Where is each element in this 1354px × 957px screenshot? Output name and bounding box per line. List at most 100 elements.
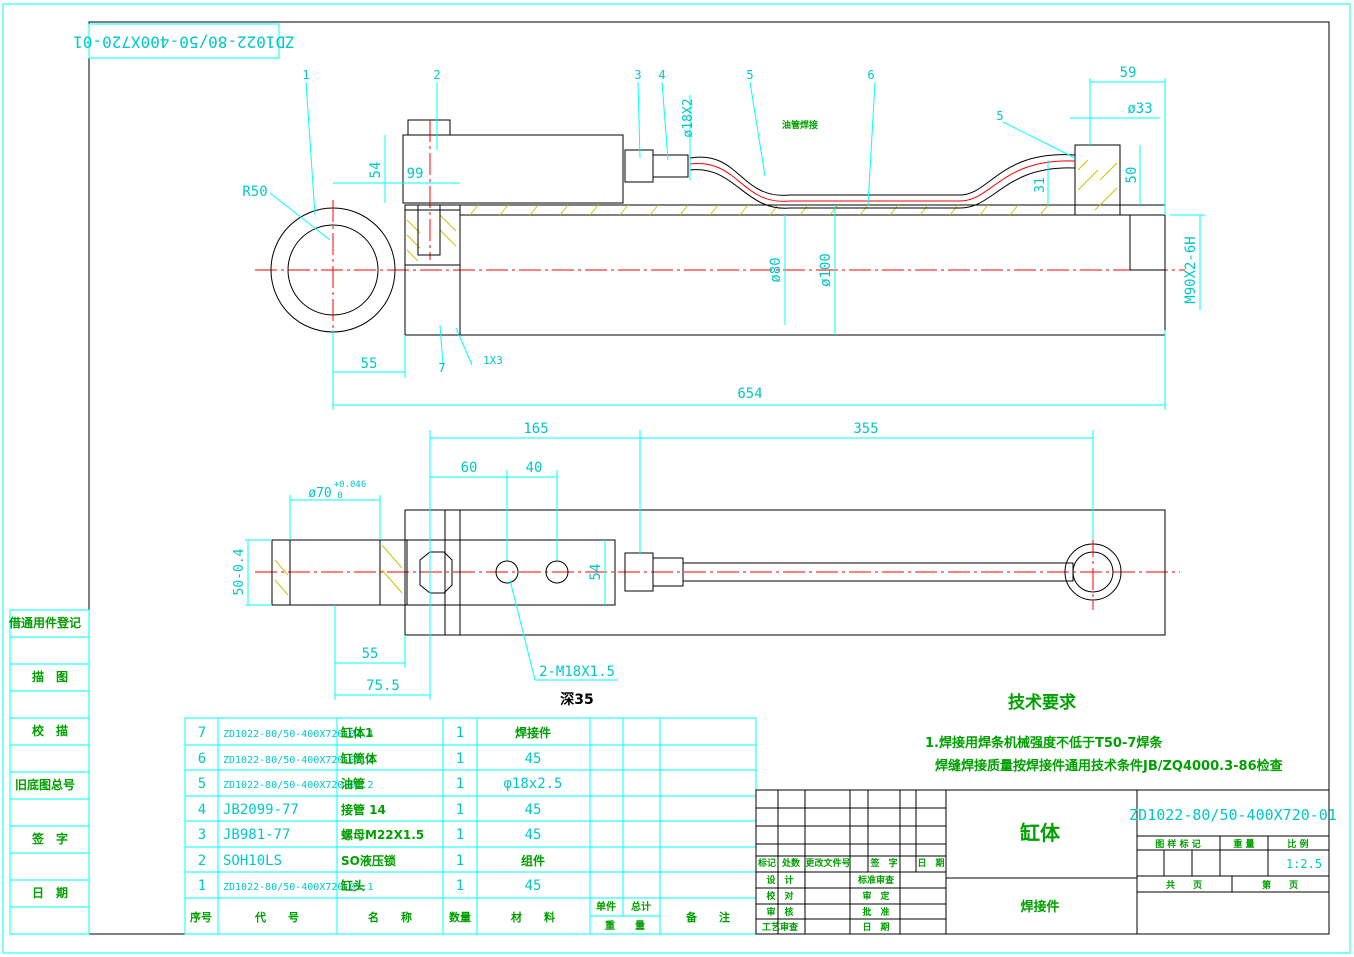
svg-text:第 页: 第 页 xyxy=(1262,879,1298,891)
dim-59: 59 xyxy=(1120,65,1137,81)
svg-text:ZD1022-80/50-400X720-01.2: ZD1022-80/50-400X720-01.2 xyxy=(223,780,374,791)
bom-row: 5 ZD1022-80/50-400X720-01.2 油管 1 φ18x2.5 xyxy=(198,776,563,792)
drawing-number: ZD1022-80/50-400X720-01 xyxy=(1129,806,1337,824)
title-block: 标记 处数 更改文件号 签 字 日 期 设 计 校 对 审 核 工艺审查 标准审… xyxy=(755,789,1337,935)
svg-text:批 准: 批 准 xyxy=(862,906,889,918)
svg-text:4: 4 xyxy=(198,802,206,818)
rear-port-block xyxy=(1074,144,1121,216)
balloon-3: 3 xyxy=(634,68,641,82)
dim-99: 99 xyxy=(407,166,424,182)
svg-text:45: 45 xyxy=(525,827,542,843)
svg-text:45: 45 xyxy=(525,751,542,767)
svg-text:ZD1022-80/50-400X720-01: ZD1022-80/50-400X720-01 xyxy=(73,33,295,52)
svg-text:重 量: 重 量 xyxy=(1233,838,1254,850)
svg-text:接管 14: 接管 14 xyxy=(341,802,386,817)
svg-text:螺母M22X1.5: 螺母M22X1.5 xyxy=(341,827,424,842)
dim-165: 165 xyxy=(523,421,548,437)
bottom-view: 165 355 60 40 ø70 +0.046 0 50-0.4 54 55 … xyxy=(232,421,1180,708)
dim-d33: ø33 xyxy=(1127,101,1152,117)
dim-d100: ø100 xyxy=(818,253,834,287)
svg-text:重 量: 重 量 xyxy=(605,919,645,932)
dim-355: 355 xyxy=(853,421,878,437)
part-name: 缸体 xyxy=(1020,821,1061,845)
svg-text:材 料: 材 料 xyxy=(511,910,555,924)
hydraulic-lock-block xyxy=(402,134,624,204)
svg-text:更改文件号: 更改文件号 xyxy=(805,857,850,869)
svg-text:φ18x2.5: φ18x2.5 xyxy=(503,776,562,792)
svg-text:ZD1022-80/50-400X720-01.3: ZD1022-80/50-400X720-01.3 xyxy=(223,755,374,766)
svg-text:名 称: 名 称 xyxy=(368,910,412,924)
side-label: 旧底图总号 xyxy=(15,777,75,792)
svg-text:签 字: 签 字 xyxy=(869,857,897,869)
svg-text:代 号: 代 号 xyxy=(254,910,299,924)
svg-text:1: 1 xyxy=(456,827,464,843)
svg-text:SOH10LS: SOH10LS xyxy=(223,853,282,869)
bom-row: 2 SOH10LS SO液压锁 1 组件 xyxy=(198,853,545,869)
svg-text:45: 45 xyxy=(525,878,542,894)
svg-text:缸筒体: 缸筒体 xyxy=(341,751,378,766)
svg-text:缸头: 缸头 xyxy=(341,878,365,893)
cylinder-barrel xyxy=(459,214,1166,336)
dim-654: 654 xyxy=(737,386,762,402)
top-view: 1 2 3 4 5 6 5 7 59 ø33 50 31 54 99 R50 ø… xyxy=(242,65,1205,410)
balloon-1: 1 xyxy=(302,68,309,82)
dim-thread: M90X2-6H xyxy=(1183,236,1199,303)
tech-line-1: 1.焊接用焊条机械强度不低于T50-7焊条 xyxy=(925,735,1163,751)
svg-text:总计: 总计 xyxy=(631,900,651,913)
bom-row: 4 JB2099-77 接管 14 1 45 xyxy=(198,802,542,818)
dim-d70-tol-lo: 0 xyxy=(337,491,342,501)
svg-text:3: 3 xyxy=(198,827,206,843)
dim-d18x2: ø18X2 xyxy=(681,98,696,137)
dim-50: 50 xyxy=(1124,167,1140,184)
svg-text:ZD1022-80/50-400X720-01.1: ZD1022-80/50-400X720-01.1 xyxy=(223,882,374,893)
dim-50-tol: 50-0.4 xyxy=(232,548,247,595)
svg-text:校 对: 校 对 xyxy=(766,890,793,902)
svg-text:缸体1: 缸体1 xyxy=(341,725,373,740)
tech-title: 技术要求 xyxy=(1008,692,1076,713)
svg-text:ZD1022-80/50-400X720-01.4: ZD1022-80/50-400X720-01.4 xyxy=(223,729,374,740)
svg-text:SO液压锁: SO液压锁 xyxy=(341,853,396,868)
svg-text:审 定: 审 定 xyxy=(862,890,890,902)
balloon-4: 4 xyxy=(658,68,665,82)
dim-40: 40 xyxy=(526,460,543,476)
dim-54: 54 xyxy=(368,162,384,179)
dim-54-bottom: 54 xyxy=(588,564,604,581)
dim-d80: ø80 xyxy=(768,257,784,282)
depth-note: 深35 xyxy=(560,691,593,708)
dim-31: 31 xyxy=(1033,177,1048,193)
bom-row: 3 JB981-77 螺母M22X1.5 1 45 xyxy=(198,827,542,843)
dim-d70: ø70 xyxy=(308,486,331,501)
svg-text:数量: 数量 xyxy=(449,910,471,924)
tech-requirements: 技术要求 1.焊接用焊条机械强度不低于T50-7焊条 焊缝焊接质量按焊接件通用技… xyxy=(925,692,1284,774)
svg-text:JB2099-77: JB2099-77 xyxy=(223,802,299,818)
pipe-weld-note: 油管焊接 xyxy=(782,119,818,131)
part-type: 焊接件 xyxy=(1020,899,1059,915)
dim-r50: R50 xyxy=(242,184,267,200)
balloon-7: 7 xyxy=(438,361,445,375)
balloon-2: 2 xyxy=(433,68,440,82)
svg-text:1: 1 xyxy=(456,725,464,741)
valve-block-plan xyxy=(404,539,616,606)
svg-text:1: 1 xyxy=(456,853,464,869)
balloon-6: 6 xyxy=(867,68,874,82)
outer-border xyxy=(2,3,1351,954)
svg-text:5: 5 xyxy=(198,776,206,792)
dim-55-top: 55 xyxy=(361,356,378,372)
weld-symbol: 1X3 xyxy=(483,354,503,367)
side-label: 签 字 xyxy=(31,831,68,846)
scale-value: 1:2.5 xyxy=(1286,857,1322,871)
svg-text:标记: 标记 xyxy=(757,857,776,869)
tech-line-2: 焊缝焊接质量按焊接件通用技术条件JB/ZQ4000.3-86检查 xyxy=(935,758,1284,774)
svg-text:焊接件: 焊接件 xyxy=(515,725,551,740)
svg-text:单件: 单件 xyxy=(596,900,616,913)
bom-header: 序号 代 号 名 称 数量 材 料 单件 总计 重 量 备 注 xyxy=(190,900,730,932)
balloon-5b: 5 xyxy=(996,109,1003,123)
svg-text:2: 2 xyxy=(198,853,206,869)
dim-60: 60 xyxy=(461,460,478,476)
svg-text:共 页: 共 页 xyxy=(1166,879,1202,891)
drawing-frame xyxy=(88,21,1330,935)
holes-note: 2-M18X1.5 xyxy=(539,664,615,680)
dim-75: 75.5 xyxy=(366,678,400,694)
svg-text:JB981-77: JB981-77 xyxy=(223,827,290,843)
